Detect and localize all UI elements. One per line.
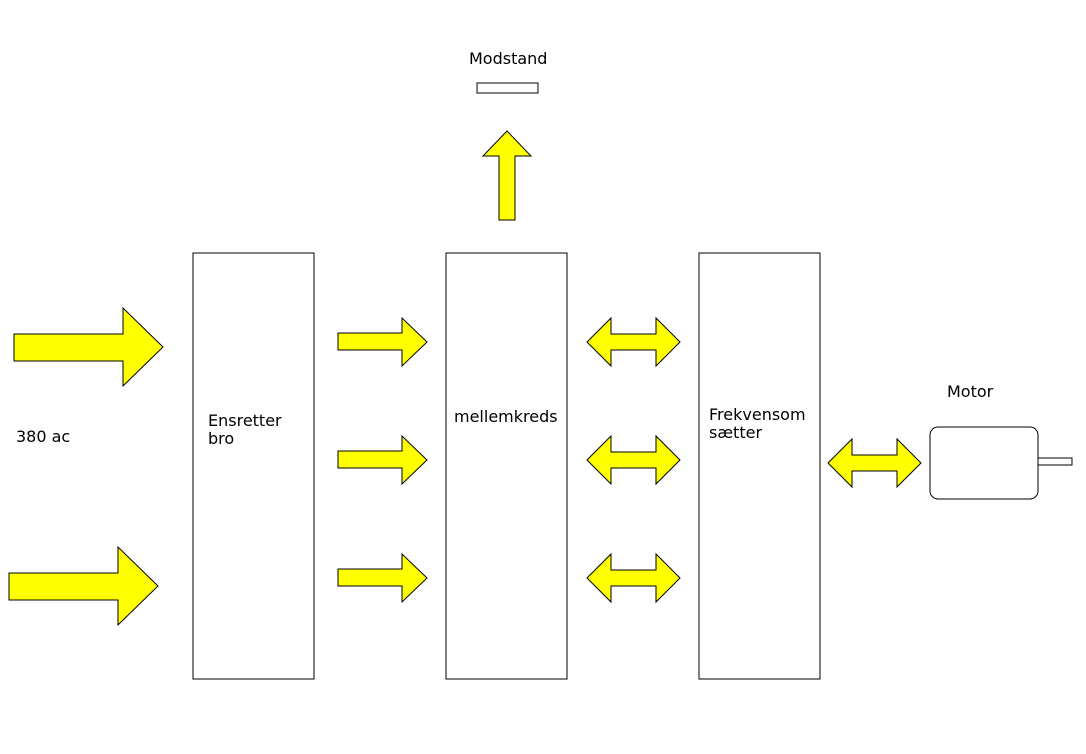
input-arrow-bottom bbox=[8, 545, 159, 627]
rectifier-to-dclink-arrow-1 bbox=[337, 316, 428, 368]
inverter-block bbox=[698, 252, 821, 680]
motor-label: Motor bbox=[947, 382, 994, 401]
motor-body bbox=[929, 426, 1039, 500]
inverter-label-line2: sætter bbox=[709, 423, 763, 442]
motor-shaft bbox=[1037, 457, 1073, 466]
dclink-to-resistor-arrow bbox=[481, 130, 533, 221]
dclink-block bbox=[445, 252, 568, 680]
dclink-inverter-double-arrow-3 bbox=[586, 552, 681, 604]
dclink-inverter-double-arrow-2 bbox=[586, 434, 681, 486]
rectifier-block bbox=[192, 252, 315, 680]
rectifier-label-line1: Ensretter bbox=[208, 411, 282, 430]
resistor-label: Modstand bbox=[469, 49, 548, 68]
rectifier-to-dclink-arrow-2 bbox=[337, 434, 428, 486]
rectifier-label-line2: bro bbox=[208, 429, 235, 448]
inverter-motor-double-arrow bbox=[827, 437, 922, 489]
resistor-symbol bbox=[476, 82, 539, 94]
inverter-label-line1: Frekvensom bbox=[709, 405, 806, 424]
rectifier-to-dclink-arrow-3 bbox=[337, 552, 428, 604]
dclink-label: mellemkreds bbox=[454, 407, 558, 426]
input-label: 380 ac bbox=[16, 427, 71, 446]
input-arrow-top bbox=[13, 306, 164, 388]
dclink-inverter-double-arrow-1 bbox=[586, 316, 681, 368]
